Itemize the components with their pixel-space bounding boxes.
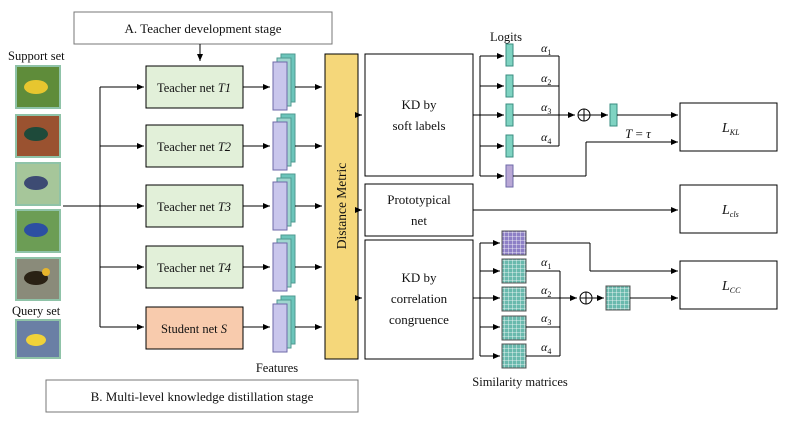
svg-text:LKL: LKL bbox=[721, 121, 740, 137]
svg-text:α4: α4 bbox=[541, 130, 551, 146]
svg-text:KD by: KD by bbox=[401, 270, 437, 285]
query-image bbox=[15, 319, 61, 359]
ensemble-logit bbox=[609, 103, 618, 127]
svg-text:Student net S: Student net S bbox=[161, 322, 228, 336]
stage-b-label: B. Multi-level knowledge distillation st… bbox=[91, 389, 314, 404]
similarity-matrix-student bbox=[501, 230, 527, 256]
svg-text:α4: α4 bbox=[541, 340, 551, 356]
matrix-merge-lines bbox=[526, 242, 678, 357]
ensemble-similarity-matrix bbox=[605, 285, 631, 311]
feature-stack-4 bbox=[272, 234, 296, 292]
student-net-s: Student net S bbox=[145, 306, 244, 350]
stage-b-box bbox=[45, 379, 359, 413]
svg-text:congruence: congruence bbox=[389, 312, 449, 327]
svg-text:KD by: KD by bbox=[401, 97, 437, 112]
feature-stack-3 bbox=[272, 173, 296, 231]
network-to-feature-arrows bbox=[243, 84, 270, 330]
logit-merge-lines bbox=[513, 55, 678, 177]
svg-text:α2: α2 bbox=[541, 71, 551, 87]
logit-branch-lines bbox=[473, 53, 504, 179]
svg-text:α3: α3 bbox=[541, 311, 551, 327]
svg-text:Prototypical: Prototypical bbox=[387, 192, 451, 207]
feature-stack-2 bbox=[272, 113, 296, 171]
svg-text:Teacher net T1: Teacher net T1 bbox=[157, 81, 231, 95]
stage-a-box bbox=[73, 11, 333, 45]
similarity-matrix-t1 bbox=[501, 258, 527, 284]
logit-student bbox=[505, 164, 514, 188]
metric-to-module-arrows bbox=[355, 112, 362, 301]
input-branch-lines bbox=[63, 84, 144, 330]
support-image-4 bbox=[15, 209, 61, 253]
similarity-matrices-label: Similarity matrices bbox=[472, 375, 568, 389]
query-set-label: Query set bbox=[12, 304, 61, 318]
prototypical-net-box: Prototypical net bbox=[364, 183, 474, 237]
logit-sum-icon bbox=[577, 108, 591, 122]
feature-to-metric-arrows bbox=[295, 84, 322, 330]
svg-text:α1: α1 bbox=[541, 41, 551, 57]
alpha-logit-labels: α1 α2 α3 α4 bbox=[541, 41, 551, 146]
feature-stack-1 bbox=[272, 53, 296, 111]
features-label: Features bbox=[256, 361, 298, 375]
svg-text:net: net bbox=[411, 213, 427, 228]
distance-metric-block bbox=[324, 53, 359, 360]
teacher-net-t1: Teacher net T1 bbox=[145, 65, 244, 109]
kd-correlation-box: KD by correlation congruence bbox=[364, 239, 474, 360]
teacher-net-t3: Teacher net T3 bbox=[145, 184, 244, 228]
support-image-3 bbox=[15, 162, 61, 206]
svg-text:soft labels: soft labels bbox=[392, 118, 445, 133]
loss-kl-box: LKL bbox=[679, 102, 778, 152]
logit-t3 bbox=[505, 103, 514, 127]
kd-soft-labels-box: KD by soft labels bbox=[364, 53, 474, 177]
alpha-matrix-labels: α1 α2 α3 α4 bbox=[541, 255, 551, 356]
temperature-label: T = τ bbox=[625, 126, 652, 141]
svg-text:α1: α1 bbox=[541, 255, 551, 271]
loss-cc-box: LCC bbox=[679, 260, 778, 310]
stage-a-label: A. Teacher development stage bbox=[125, 21, 282, 36]
support-set-label: Support set bbox=[8, 49, 65, 63]
logit-t1 bbox=[505, 43, 514, 67]
svg-text:α3: α3 bbox=[541, 100, 551, 116]
similarity-matrix-t2 bbox=[501, 286, 527, 312]
logits-label: Logits bbox=[490, 30, 522, 44]
svg-text:α2: α2 bbox=[541, 283, 551, 299]
svg-text:Teacher net T3: Teacher net T3 bbox=[157, 200, 231, 214]
support-image-1 bbox=[15, 65, 61, 109]
logit-t4 bbox=[505, 134, 514, 158]
svg-text:Teacher net T4: Teacher net T4 bbox=[157, 261, 231, 275]
svg-text:correlation: correlation bbox=[391, 291, 448, 306]
distance-metric-label: Distance Metric bbox=[334, 163, 349, 250]
matrix-sum-icon bbox=[579, 291, 593, 305]
similarity-matrix-t3 bbox=[501, 315, 527, 341]
teacher-net-t4: Teacher net T4 bbox=[145, 245, 244, 289]
similarity-matrix-t4 bbox=[501, 343, 527, 369]
svg-text:Teacher net T2: Teacher net T2 bbox=[157, 140, 231, 154]
support-image-2 bbox=[15, 114, 61, 158]
feature-stack-5 bbox=[272, 295, 296, 353]
support-image-5 bbox=[15, 257, 61, 301]
teacher-net-t2: Teacher net T2 bbox=[145, 124, 244, 168]
loss-cls-box: Lcls bbox=[679, 184, 778, 234]
svg-text:LCC: LCC bbox=[721, 279, 741, 295]
logit-t2 bbox=[505, 74, 514, 98]
svg-text:Lcls: Lcls bbox=[721, 203, 739, 219]
matrix-branch-lines bbox=[473, 240, 500, 359]
